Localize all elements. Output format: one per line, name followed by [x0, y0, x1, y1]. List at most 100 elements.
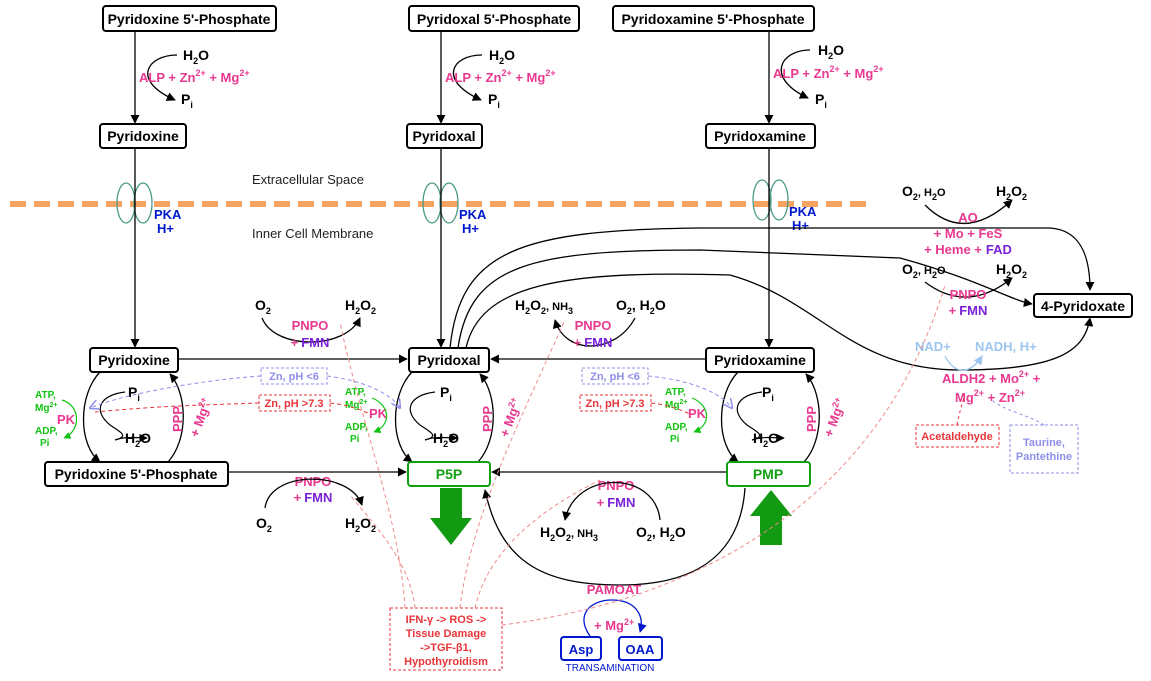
- svg-text:Pi: Pi: [670, 434, 680, 445]
- svg-text:Mg2+: Mg2+: [35, 402, 57, 414]
- ifn-line-3: ->TGF-β1,: [420, 642, 472, 654]
- svg-text:PPP: PPP: [170, 406, 185, 432]
- pnpo-right-h2o2: H2O2: [996, 261, 1027, 280]
- svg-text:PK: PK: [57, 412, 76, 427]
- pnpo-4-o2: O2, H2O: [636, 524, 686, 543]
- svg-text:PK: PK: [369, 406, 388, 421]
- pnpo-2-o2: O2, H2O: [616, 297, 666, 316]
- inhibitor-taurine: Taurine,: [1023, 437, 1065, 449]
- cycle-pyridoxal: Pi H2O ATP, Mg2+ PK ADP, Pi PPP + Mg2+: [345, 371, 525, 463]
- box-pyridoxamine-top: Pyridoxamine: [714, 128, 806, 144]
- pnpo-3-h2o2: H2O2: [345, 515, 376, 534]
- channel-3: [752, 179, 789, 221]
- cycle-pyridoxine: Pi H2O ATP, Mg2+ PK ADP, Pi PPP + Mg2+: [35, 371, 215, 463]
- svg-text:Mg2+: Mg2+: [345, 399, 367, 411]
- pnpo-2-h2o2: H2O2, NH3: [515, 297, 573, 316]
- svg-text:H2O: H2O: [125, 430, 151, 449]
- svg-text:ATP,: ATP,: [665, 387, 686, 398]
- svg-text:ATP,: ATP,: [35, 390, 56, 401]
- svg-text:+ Mg2+: + Mg2+: [186, 396, 215, 439]
- box-pyridoxal-top: Pyridoxal: [412, 128, 475, 144]
- pnpo-right-fmn: +FMN: [949, 303, 988, 318]
- ao-h2o2: H2O2: [996, 183, 1027, 202]
- svg-text:Mg2+: Mg2+: [665, 399, 687, 411]
- zn-high-1: Zn, pH >7.3: [265, 398, 324, 410]
- pnpo-1-h2o2: H2O2: [345, 297, 376, 316]
- svg-text:ADP,: ADP,: [665, 422, 688, 433]
- svg-text:H2O: H2O: [818, 42, 844, 61]
- ao-cofactors-1: + Mo + FeS: [934, 226, 1003, 241]
- svg-text:Pi: Pi: [40, 438, 50, 449]
- pamoat-label: PAMOAT: [587, 582, 641, 597]
- box-oaa: OAA: [626, 642, 656, 657]
- svg-text:Pi: Pi: [488, 91, 500, 110]
- svg-text:+ Mg2+: + Mg2+: [496, 396, 525, 439]
- svg-text:ADP,: ADP,: [35, 426, 58, 437]
- ifn-inhibition-lines: [339, 284, 946, 626]
- box-pyridoxine-5p-top: Pyridoxine 5'-Phosphate: [108, 11, 271, 27]
- p5p-down-arrow: [430, 488, 472, 545]
- ifn-line-4: Hypothyroidism: [404, 656, 488, 668]
- svg-text:ATP,: ATP,: [345, 387, 366, 398]
- aldh2-label: ALDH2 + Mo2+ +: [942, 369, 1041, 386]
- svg-text:H2O: H2O: [489, 47, 515, 66]
- svg-text:+ Mg2+: + Mg2+: [820, 396, 849, 439]
- extracellular-label: Extracellular Space: [252, 172, 364, 187]
- svg-text:Pi: Pi: [762, 384, 774, 403]
- pnpo-1-label: PNPO: [292, 318, 329, 333]
- svg-text:H2O: H2O: [753, 430, 779, 449]
- svg-text:ADP,: ADP,: [345, 422, 368, 433]
- svg-text:PPP: PPP: [804, 406, 819, 432]
- pnpo-3-label: PNPO: [295, 474, 332, 489]
- nadh-label: NADH, H+: [975, 339, 1037, 354]
- ifn-line-2: Tissue Damage: [406, 628, 487, 640]
- alp-2: H2O ALP + Zn2+ + Mg2+ Pi: [445, 47, 556, 110]
- box-pmp: PMP: [753, 466, 783, 482]
- svg-text:Pi: Pi: [350, 434, 360, 445]
- pnpo-4-label: PNPO: [598, 478, 635, 493]
- ao-label: AO: [958, 210, 978, 225]
- zn-low-2: Zn, pH <6: [590, 371, 640, 383]
- pka-label-1: PKA: [154, 207, 182, 222]
- svg-text:H2O: H2O: [433, 430, 459, 449]
- membrane-label: Inner Cell Membrane: [252, 226, 373, 241]
- pnpo-3-o2: O2: [256, 515, 272, 534]
- box-asp: Asp: [569, 642, 594, 657]
- box-pyridoxamine-in: Pyridoxamine: [714, 352, 806, 368]
- inhibitor-acetaldehyde: Acetaldehyde: [921, 431, 993, 443]
- svg-text:Pi: Pi: [128, 384, 140, 403]
- cycle-pyridoxamine: Pi H2O ATP, Mg2+ PK ADP, Pi PPP + Mg2+: [665, 371, 849, 463]
- ao-o2: O2, H2O: [902, 183, 946, 202]
- pnpo-1-o2: O2: [255, 297, 271, 316]
- box-pyridoxine-top: Pyridoxine: [107, 128, 179, 144]
- ao-cofactors-2: + Heme +FAD: [924, 242, 1012, 257]
- pnpo-2-label: PNPO: [575, 318, 612, 333]
- nad-label: NAD+: [915, 339, 951, 354]
- hplus-label-1: H+: [157, 221, 174, 236]
- pnpo-1-fmn: +FMN: [291, 335, 330, 350]
- pnpo-3-fmn: +FMN: [294, 490, 333, 505]
- pnpo-4-fmn: +FMN: [597, 495, 636, 510]
- transamination-label: TRANSAMINATION: [566, 663, 655, 674]
- svg-text:ALP + Zn2+ + Mg2+: ALP + Zn2+ + Mg2+: [445, 68, 556, 85]
- svg-text:Pi: Pi: [181, 91, 193, 110]
- hplus-label-2: H+: [462, 221, 479, 236]
- pmp-up-arrow: [750, 490, 792, 545]
- aldh2-label-2: Mg2+ + Zn2+: [955, 388, 1025, 405]
- pnpo-4-h2o2: H2O2, NH3: [540, 524, 598, 543]
- box-p5p: P5P: [436, 466, 462, 482]
- svg-text:Pi: Pi: [815, 91, 827, 110]
- inhibitor-pantethine: Pantethine: [1016, 451, 1072, 463]
- box-pyridoxine-5p-in: Pyridoxine 5'-Phosphate: [55, 466, 218, 482]
- pnpo-right-label: PNPO: [950, 287, 987, 302]
- box-pyridoxal-5p-top: Pyridoxal 5'-Phosphate: [417, 11, 571, 27]
- zn-low-1: Zn, pH <6: [269, 371, 319, 383]
- svg-text:H2O: H2O: [183, 47, 209, 66]
- ifn-line-1: IFN-γ -> ROS ->: [406, 614, 487, 626]
- pka-label-2: PKA: [459, 207, 487, 222]
- pamoat-mg: + Mg2+: [594, 617, 634, 633]
- box-pyridoxal-in: Pyridoxal: [417, 352, 480, 368]
- pka-label-3: PKA: [789, 204, 817, 219]
- alp-3: H2O ALP + Zn2+ + Mg2+ Pi: [773, 42, 884, 110]
- zn-high-2: Zn, pH >7.3: [586, 398, 645, 410]
